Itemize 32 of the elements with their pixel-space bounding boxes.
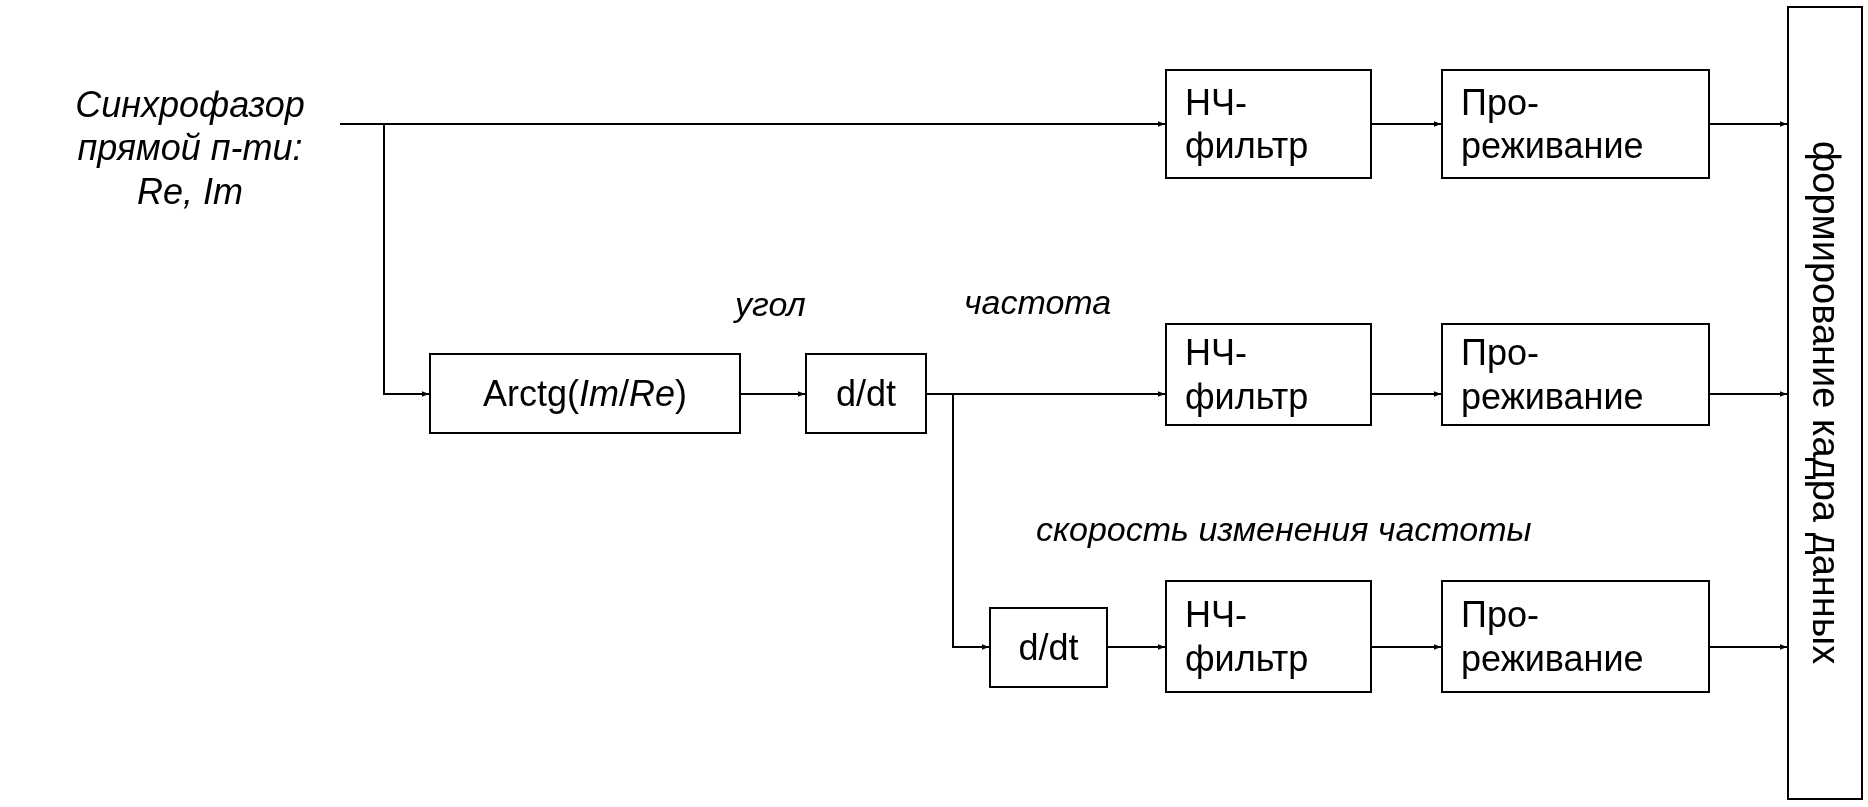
signal-name: Синхрофазор прямой п-ти: Re, Im — [74, 83, 306, 213]
block-label: НЧ- фильтр — [1185, 593, 1309, 680]
process-box — [805, 353, 927, 434]
block-label: Про- реживание — [1461, 80, 1644, 168]
process-box — [1441, 323, 1710, 426]
arrow — [339, 123, 430, 397]
block-label: d/dt — [835, 371, 896, 416]
process-box — [1165, 69, 1372, 179]
arrow — [926, 393, 990, 650]
arrow — [1107, 644, 1166, 650]
signal-name: скорость изменения частоты — [1036, 510, 1532, 549]
process-box — [1441, 69, 1710, 179]
arrow — [1709, 121, 1788, 127]
process-box — [1165, 323, 1372, 426]
arrow — [740, 391, 806, 397]
block-label: d/dt — [1018, 625, 1079, 670]
process-box — [989, 607, 1108, 688]
process-box — [1441, 580, 1710, 693]
block-label: Про- реживание — [1461, 593, 1644, 680]
arrow — [1709, 391, 1788, 397]
arrow — [1371, 644, 1442, 650]
block-label: Про- реживание — [1461, 331, 1644, 418]
block-label: НЧ- фильтр — [1185, 331, 1309, 418]
arrow — [1371, 391, 1442, 397]
block-label: НЧ- фильтр — [1185, 80, 1309, 168]
process-box — [429, 353, 741, 434]
arrow — [1709, 644, 1788, 650]
block-label: формирование кадра данных — [1803, 141, 1848, 665]
process-box — [1165, 580, 1372, 693]
block-label: Arctg(Im/Re) — [482, 371, 688, 416]
frame-block — [1787, 6, 1863, 800]
arrow — [1371, 121, 1442, 127]
